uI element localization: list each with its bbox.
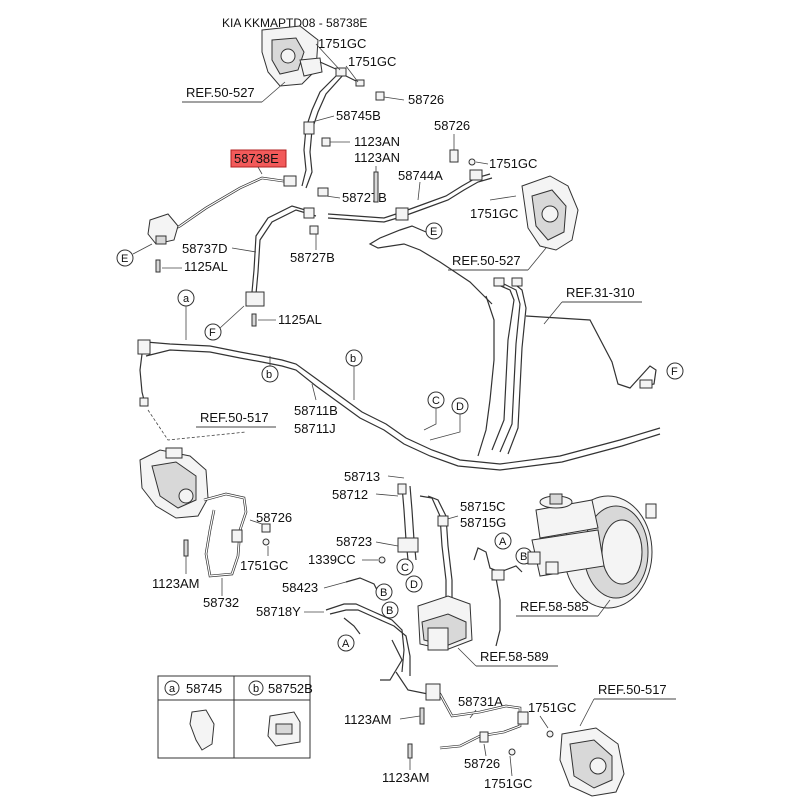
label-58731a[interactable]: 58731A: [458, 694, 503, 709]
highlight-box: [230, 149, 287, 168]
label-58713[interactable]: 58713: [344, 469, 380, 484]
legend-b-part[interactable]: 58752B: [268, 681, 313, 696]
bleeder-58726-c: [261, 523, 271, 533]
bracket-rear-right: [425, 683, 441, 701]
ref-front-left-caliper[interactable]: REF.50-527: [186, 85, 255, 100]
marker-f-1: F: [209, 327, 216, 339]
marker-a-1: a: [183, 293, 190, 305]
marker-c-2: C: [401, 562, 409, 574]
ref-front-right-caliper[interactable]: REF.50-527: [452, 253, 521, 268]
label-58727b-a[interactable]: 58727B: [342, 190, 387, 205]
marker-e-1: E: [121, 253, 128, 265]
bracket-f: [245, 291, 265, 307]
legend-table: a 58745 b 58752B: [157, 675, 313, 759]
marker-b-3: B: [380, 587, 387, 599]
label-58726-a[interactable]: 58726: [408, 92, 444, 107]
marker-c-1: C: [432, 395, 440, 407]
hose-58738e[interactable]: [167, 175, 297, 234]
ref-rear-right-caliper[interactable]: REF.50-517: [598, 682, 667, 697]
label-1123an-b[interactable]: 1123AN: [354, 150, 400, 165]
bleeder-58726-b: [449, 149, 459, 163]
marker-a-3: A: [499, 536, 507, 548]
label-1751gc-f[interactable]: 1751GC: [528, 700, 576, 715]
label-1751gc-d[interactable]: 1751GC: [470, 206, 518, 221]
legend-a-part[interactable]: 58745: [186, 681, 222, 696]
label-1751gc-b[interactable]: 1751GC: [348, 54, 396, 69]
label-58711j[interactable]: 58711J: [294, 421, 336, 436]
label-58726-c[interactable]: 58726: [256, 510, 292, 525]
label-58715c[interactable]: 58715C: [460, 499, 506, 514]
label-1339cc[interactable]: 1339CC: [308, 552, 356, 567]
label-1123am-c[interactable]: 1123AM: [382, 770, 429, 785]
clip-58745-icon: [189, 709, 215, 751]
label-58711b[interactable]: 58711B: [294, 403, 338, 418]
marker-e-2: E: [430, 226, 437, 238]
clip-58727b-a: [317, 187, 329, 197]
marker-f-2: F: [671, 366, 678, 378]
ref-brake-booster[interactable]: REF.58-585: [520, 599, 589, 614]
label-58712[interactable]: 58712: [332, 487, 368, 502]
hydraulic-unit: [380, 595, 473, 681]
label-1123am-a[interactable]: 1123AM: [152, 576, 199, 591]
label-1751gc-c[interactable]: 1751GC: [489, 156, 537, 171]
label-58723[interactable]: 58723: [336, 534, 372, 549]
diagram-title: KIA KKMAPTD08 - 58738E: [222, 16, 367, 30]
marker-b-5: B: [520, 551, 527, 563]
label-58727b-b[interactable]: 58727B: [290, 250, 335, 265]
label-58745b[interactable]: 58745B: [336, 108, 381, 123]
marker-b-1: b: [350, 353, 356, 365]
label-58726-b[interactable]: 58726: [434, 118, 470, 133]
legend-a-letter: a: [169, 683, 176, 695]
label-58738e[interactable]: 58738E: [234, 151, 279, 166]
label-1123am-b[interactable]: 1123AM: [344, 712, 391, 727]
legend-b-letter: b: [253, 683, 259, 695]
marker-d-2: D: [410, 579, 418, 591]
bracket-58723: [397, 537, 419, 553]
hose-fitting: [335, 67, 347, 77]
label-1751gc-g[interactable]: 1751GC: [484, 776, 532, 791]
label-58718y[interactable]: 58718Y: [256, 604, 301, 619]
label-58737d[interactable]: 58737D: [182, 241, 228, 256]
label-58715g[interactable]: 58715G: [460, 515, 506, 530]
label-1751gc-e[interactable]: 1751GC: [240, 558, 288, 573]
ref-rear-left-caliper[interactable]: REF.50-517: [200, 410, 269, 425]
front-left-caliper: [261, 25, 323, 87]
marker-a-2: A: [342, 638, 350, 650]
master-cylinder: [527, 493, 605, 577]
marker-b-2: b: [266, 369, 272, 381]
bracket-e-left: [147, 213, 179, 245]
bolt-1123an: [373, 171, 379, 203]
ref-fuel-lines[interactable]: REF.31-310: [566, 285, 635, 300]
label-1123an-a[interactable]: 1123AN: [354, 134, 400, 149]
front-right-caliper: [521, 175, 579, 251]
label-58423[interactable]: 58423: [282, 580, 318, 595]
bleeder-58726-a: [375, 91, 385, 101]
label-58726-d[interactable]: 58726: [464, 756, 500, 771]
rear-left-caliper: [139, 447, 209, 519]
clip-58727b-b: [309, 225, 319, 235]
label-58744a[interactable]: 58744A: [398, 168, 443, 183]
bleeder-58726-d: [479, 731, 489, 743]
label-1125al-a[interactable]: 1125AL: [184, 259, 228, 274]
marker-d-1: D: [456, 401, 464, 413]
marker-b-4: B: [386, 605, 393, 617]
ref-hydraulic-unit[interactable]: REF.58-589: [480, 649, 549, 664]
label-58732[interactable]: 58732: [203, 595, 239, 610]
rear-right-caliper: [559, 727, 625, 797]
label-1751gc-a[interactable]: 1751GC: [318, 36, 366, 51]
label-1125al-b[interactable]: 1125AL: [278, 312, 322, 327]
